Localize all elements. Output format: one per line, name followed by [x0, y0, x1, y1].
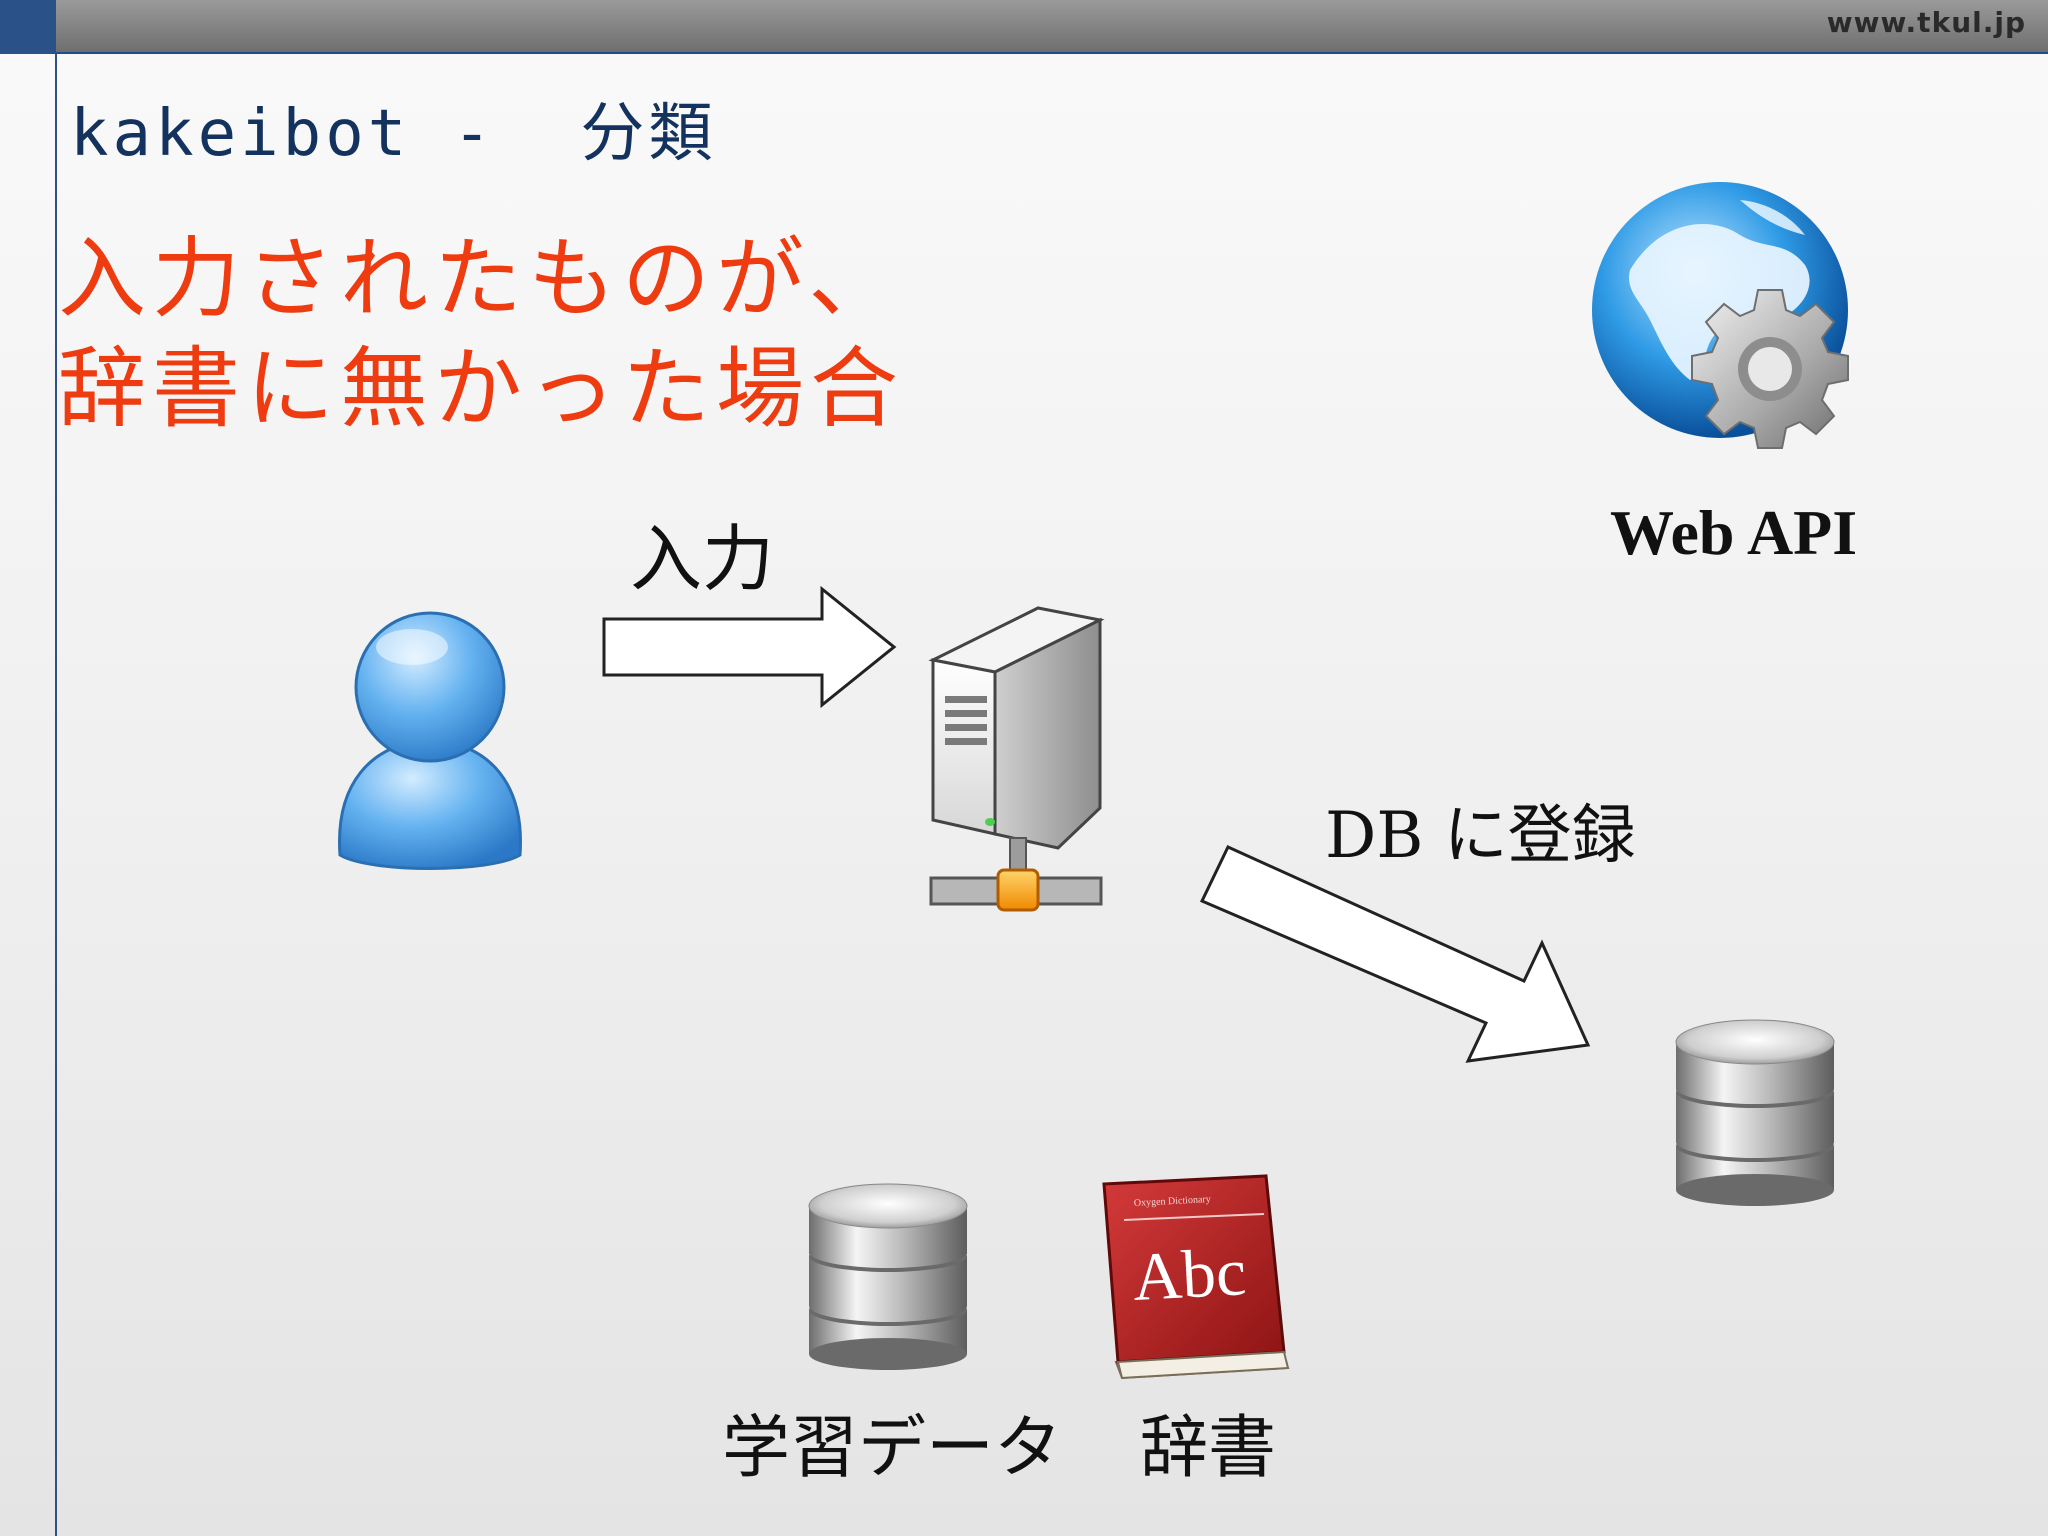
arrow-icon	[602, 585, 897, 709]
database-icon	[1675, 1019, 1835, 1206]
user-icon	[338, 611, 522, 870]
header-corner-accent	[0, 0, 56, 54]
header-bar	[0, 0, 2048, 54]
left-margin-rule	[55, 52, 57, 1536]
label-dictionary: 辞書	[1140, 1409, 1277, 1488]
arrow-icon	[1199, 845, 1591, 1063]
headline-line-2: 辞書に無かった場合	[58, 337, 905, 440]
label-web-api: Web API	[1610, 497, 1858, 568]
label-learning-data: 学習データ	[722, 1409, 1063, 1488]
slide-title: kakeibot - 分類	[70, 97, 717, 171]
label-input: 入力	[630, 517, 775, 601]
site-url: www.tkul.jp	[1826, 6, 2026, 39]
database-icon	[808, 1183, 968, 1370]
book-subtitle: Oxygen Dictionary	[1134, 1194, 1211, 1209]
label-db-register: DB に登録	[1325, 799, 1636, 873]
dictionary-book-icon: Oxygen Dictionary Abc	[1102, 1174, 1290, 1380]
book-cover-text: Abc	[1131, 1233, 1248, 1315]
headline-line-1: 入力されたものが、	[58, 227, 903, 330]
server-icon	[928, 606, 1105, 912]
globe-gear-icon	[1592, 182, 1849, 449]
